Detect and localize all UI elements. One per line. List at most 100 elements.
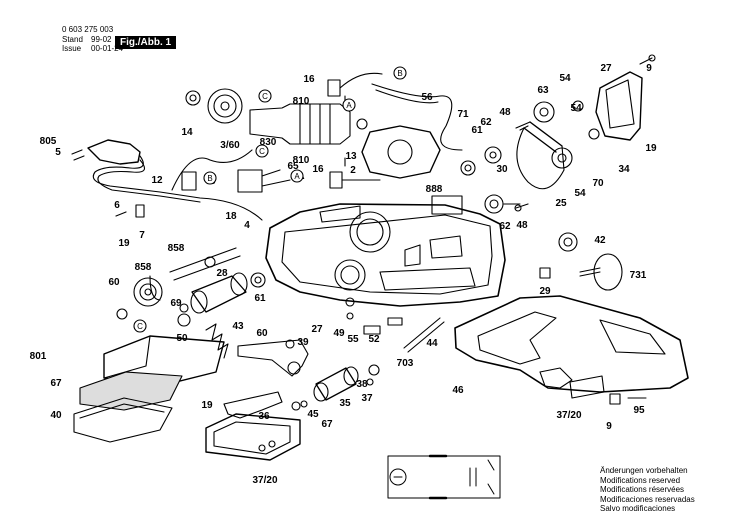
part-label: 65: [287, 161, 299, 172]
fan-gear: [185, 88, 243, 124]
part-label: 731: [630, 270, 647, 281]
part-label: 44: [426, 338, 438, 349]
part-labels: 16B56275496354810A71486219143/60C8306181…: [30, 63, 657, 486]
part-label: 703: [397, 358, 414, 369]
callout-letter: B: [207, 174, 212, 183]
part-label: 14: [181, 127, 193, 138]
stand-value: 99-02: [91, 35, 112, 44]
platen: [73, 397, 173, 443]
part-label: 71: [457, 109, 469, 120]
rear-handle: [454, 295, 689, 393]
dust-bag-frame: [205, 413, 301, 461]
stand-label: Stand: [62, 35, 83, 44]
part-label: 18: [225, 211, 237, 222]
felt-pad: [79, 371, 183, 411]
rear-roller: [313, 364, 380, 402]
part-label: 70: [592, 178, 604, 189]
callout-marker: A: [342, 98, 356, 112]
part-label: 62: [480, 117, 492, 128]
part-label: 67: [50, 378, 62, 389]
part-label: 54: [570, 103, 582, 114]
toothed-belt: [516, 100, 600, 190]
callout-circle: [255, 144, 269, 158]
callout-marker: C: [133, 319, 147, 333]
callout-letter: A: [294, 172, 300, 181]
note-pt: Salvo modificaciones: [600, 504, 676, 513]
part-label: 19: [118, 238, 130, 249]
callout-letter: B: [397, 69, 402, 78]
callout-letter: C: [137, 322, 143, 331]
part-label: 7: [139, 230, 145, 241]
part-label: 55: [347, 334, 359, 345]
callout-marker: A: [290, 169, 304, 183]
footer-notes: Änderungen vorbehalten Modifications res…: [600, 466, 695, 514]
part-label: 27: [600, 63, 612, 74]
part-label: 34: [618, 164, 630, 175]
part-label: 67: [321, 419, 333, 430]
belt-cover: [595, 71, 643, 141]
note-fr: Modifications réservées: [600, 485, 685, 494]
part-label: 43: [232, 321, 244, 332]
motor-armature: [249, 103, 368, 145]
note-de: Änderungen vorbehalten: [600, 466, 688, 475]
part-label: 48: [516, 220, 528, 231]
part-label: 48: [499, 107, 511, 118]
part-label: 37/20: [556, 410, 581, 421]
part-label: 38: [356, 379, 368, 390]
part-label: 95: [633, 405, 645, 416]
part-label: 19: [201, 400, 213, 411]
issue-label: Issue: [62, 44, 82, 53]
part-label: 810: [293, 96, 310, 107]
callout-marker: C: [255, 144, 269, 158]
part-label: 9: [606, 421, 612, 432]
handle-parts: [539, 232, 647, 405]
part-label: 6: [114, 200, 120, 211]
circuit-schematic: [387, 454, 501, 500]
part-label: 810: [293, 155, 310, 166]
power-cord: [71, 139, 263, 221]
callout-marker: B: [393, 66, 407, 80]
figure-label: Fig./Abb. 1: [115, 36, 177, 49]
part-label: 36: [258, 411, 270, 422]
callout-circle: [203, 171, 217, 185]
part-label: 62: [499, 221, 511, 232]
callout-circle: [290, 169, 304, 183]
part-label: 60: [108, 277, 120, 288]
spring: [205, 323, 229, 359]
lever-plate: [237, 339, 309, 377]
part-label: 19: [645, 143, 657, 154]
part-label: 42: [594, 235, 606, 246]
drive-shaft: [116, 247, 241, 320]
callout-letter: C: [262, 92, 268, 101]
part-label: 69: [170, 298, 182, 309]
front-roller: [177, 272, 266, 327]
part-label: 9: [646, 63, 652, 74]
wiring: [171, 83, 463, 191]
part-label: 16: [303, 74, 315, 85]
part-label: 801: [30, 351, 47, 362]
issue-value: 00-01-24: [91, 44, 124, 53]
callout-circle: [133, 319, 147, 333]
part-label: 805: [40, 136, 57, 147]
belt-lever: [223, 391, 308, 419]
callout-letter: A: [346, 101, 352, 110]
sanding-belt: [103, 335, 225, 385]
part-label: 61: [471, 125, 483, 136]
callout-markers: B A C B A C C: [133, 66, 407, 333]
part-label: 39: [297, 337, 309, 348]
callout-circle: [342, 98, 356, 112]
part-label: 25: [555, 198, 567, 209]
small-screws: [115, 54, 656, 217]
switch-assembly: [135, 169, 291, 218]
part-label: 37: [361, 393, 373, 404]
note-en: Modifications reserved: [600, 475, 681, 485]
callout-marker: C: [258, 89, 272, 103]
part-label: 54: [559, 73, 571, 84]
part-label: 28: [216, 268, 228, 279]
main-housing: [265, 203, 506, 307]
part-label: 858: [168, 243, 185, 254]
callout-circle: [393, 66, 407, 80]
callout-letter: C: [259, 147, 265, 156]
tension-parts: [345, 297, 445, 353]
